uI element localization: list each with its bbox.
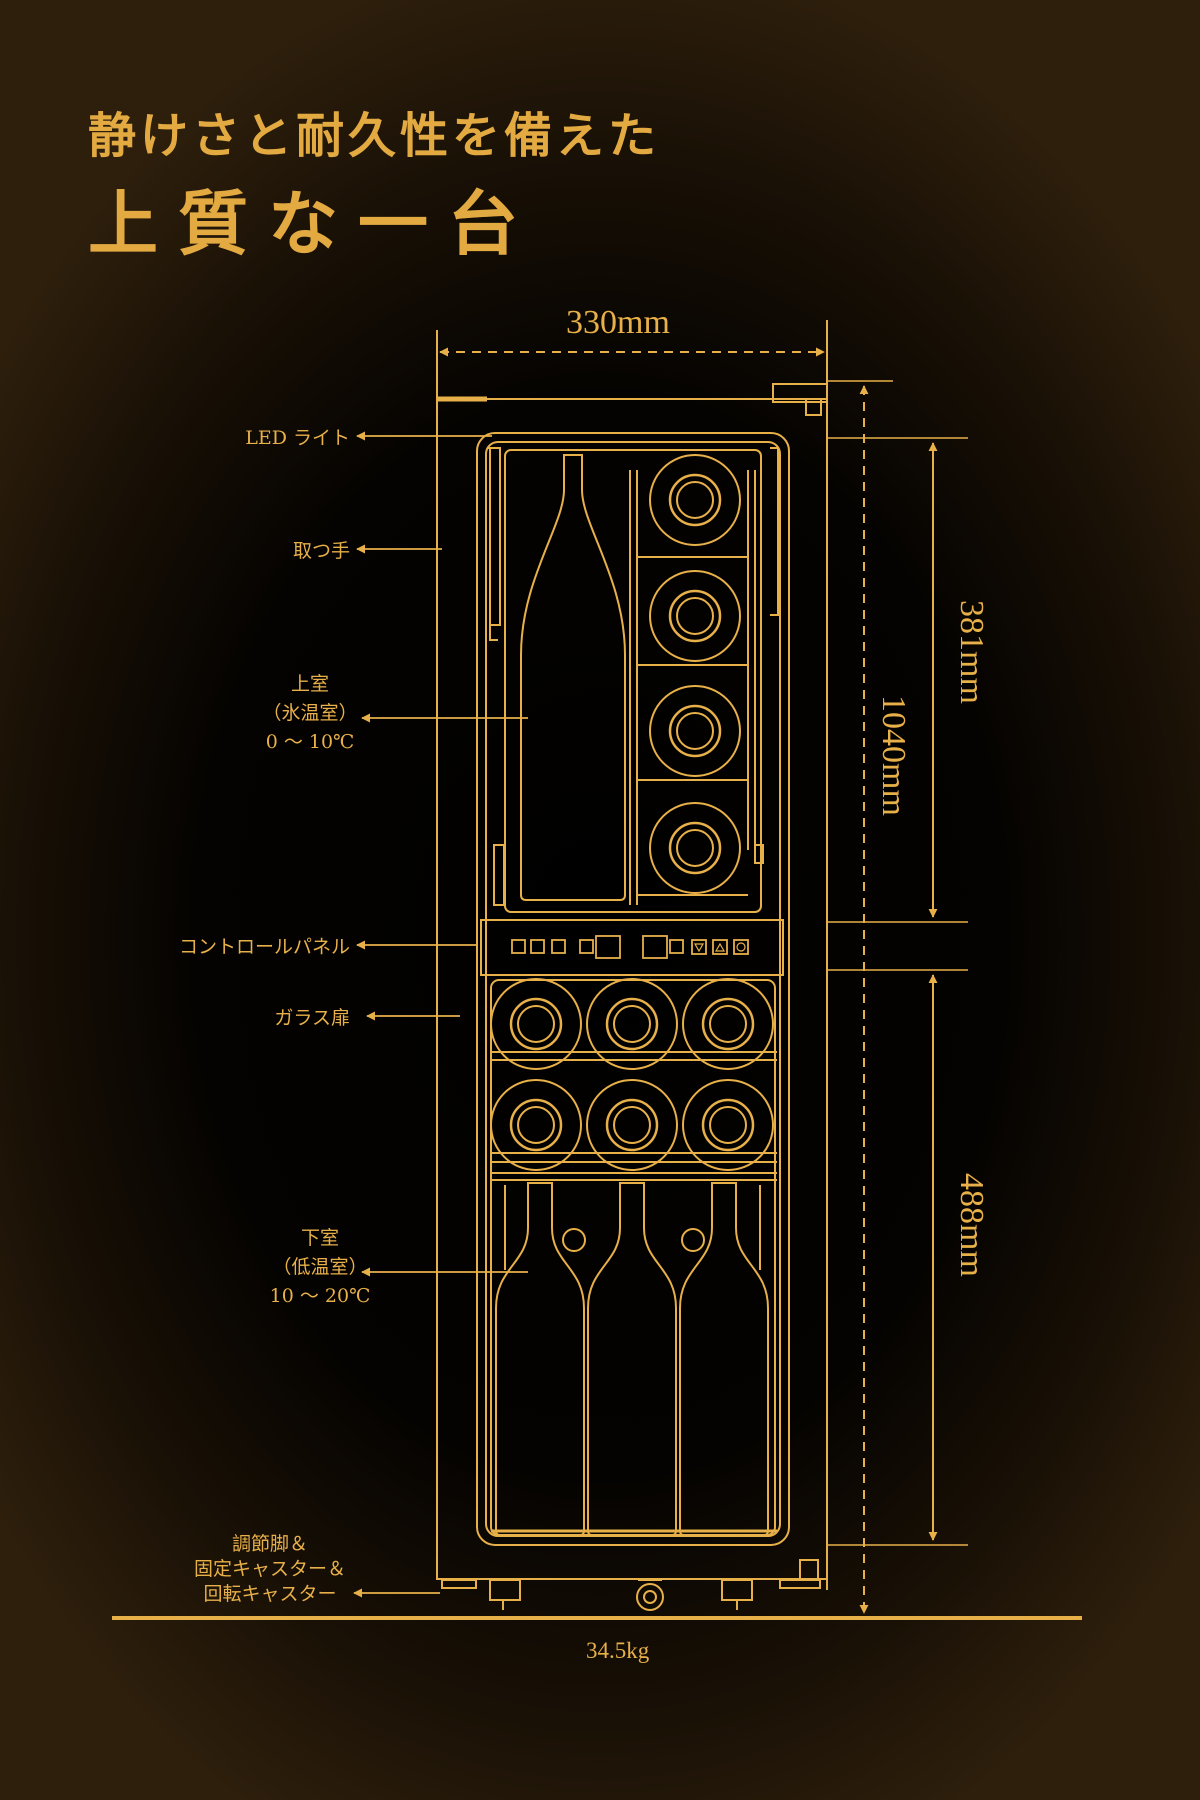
- headline-line2: 上質な一台: [88, 182, 538, 265]
- lower-chamber-name: 下室: [300, 1227, 339, 1249]
- rack-wires: [637, 556, 748, 896]
- lower-chamber: [490, 979, 776, 1536]
- sake-bottle: [520, 454, 626, 901]
- upper-clip-right: [754, 844, 764, 864]
- bottle-end-u3: [648, 684, 742, 778]
- bottle-end-u2: [648, 569, 742, 663]
- shelf-1: [491, 1051, 777, 1061]
- upper-chamber: [504, 449, 762, 913]
- control-panel: [480, 919, 784, 976]
- bottle-end-l4: [489, 1078, 583, 1172]
- control-panel-label: コントロールパネル: [178, 936, 350, 958]
- feet-label-line1: 調節脚＆: [231, 1533, 308, 1555]
- wine-bottle-3: [679, 1182, 769, 1536]
- rack-side: [747, 470, 756, 850]
- swivel-caster: [636, 1583, 664, 1611]
- handle-label: 取つ手: [292, 540, 350, 562]
- upper-chamber-name: 上室: [290, 673, 329, 695]
- weight-label: 34.5kg: [586, 1638, 650, 1663]
- shelf-3: [491, 1172, 777, 1181]
- handle: [488, 447, 501, 641]
- width-label: 330mm: [566, 304, 670, 341]
- bottle-end-l5: [585, 1078, 679, 1172]
- feet-label: 調節脚＆ 固定キャスター＆ 回転キャスター: [170, 1532, 370, 1607]
- glass-door-label: ガラス扉: [274, 1007, 350, 1029]
- display-upper: [595, 935, 621, 959]
- upper-chamber-type: （氷温室）: [262, 702, 358, 724]
- handle-right: [770, 447, 779, 616]
- top-hinge-knob: [805, 398, 822, 416]
- total-height-label: 1040mm: [875, 695, 912, 816]
- upper-chamber-label: 上室 （氷温室） 0 ～ 10℃: [255, 670, 365, 757]
- lower-height-label: 488mm: [953, 1173, 990, 1277]
- feet-label-line3: 回転キャスター: [203, 1583, 337, 1605]
- wine-bottle-2: [587, 1182, 677, 1536]
- upper-clip: [493, 844, 505, 906]
- door-frame: [476, 432, 790, 1546]
- lower-chamber-range: 10 ～ 20℃: [269, 1285, 371, 1307]
- display-lower: [642, 935, 668, 959]
- bottle-end-l3: [681, 977, 775, 1071]
- led-light-label: LED ライト: [245, 427, 350, 449]
- callout-leaders: [353, 431, 528, 1598]
- bottle-end-l1: [489, 977, 583, 1071]
- headline-line1: 静けさと耐久性を備えた: [88, 108, 661, 164]
- feet-label-line2: 固定キャスター＆: [193, 1558, 346, 1580]
- lower-chamber-type: （低温室）: [272, 1256, 368, 1278]
- bottle-end-l6: [681, 1078, 775, 1172]
- feet-casters: [441, 1559, 821, 1611]
- lower-chamber-label: 下室 （低温室） 10 ～ 20℃: [255, 1224, 385, 1311]
- bottle-end-l2: [585, 977, 679, 1071]
- panel-buttons: [511, 935, 749, 959]
- bottle-label-dot-2: [681, 1228, 705, 1252]
- bottle-label-dot-1: [562, 1228, 586, 1252]
- wine-bottle-1: [495, 1182, 585, 1536]
- shelf-2: [491, 1152, 777, 1163]
- bottle-end-u4: [648, 801, 742, 895]
- upper-chamber-range: 0 ～ 10℃: [265, 731, 355, 753]
- extension-lines: [827, 380, 968, 1546]
- upper-height-label: 381mm: [953, 600, 990, 704]
- door-inner: [485, 441, 781, 1537]
- bottle-end-u1: [648, 453, 742, 547]
